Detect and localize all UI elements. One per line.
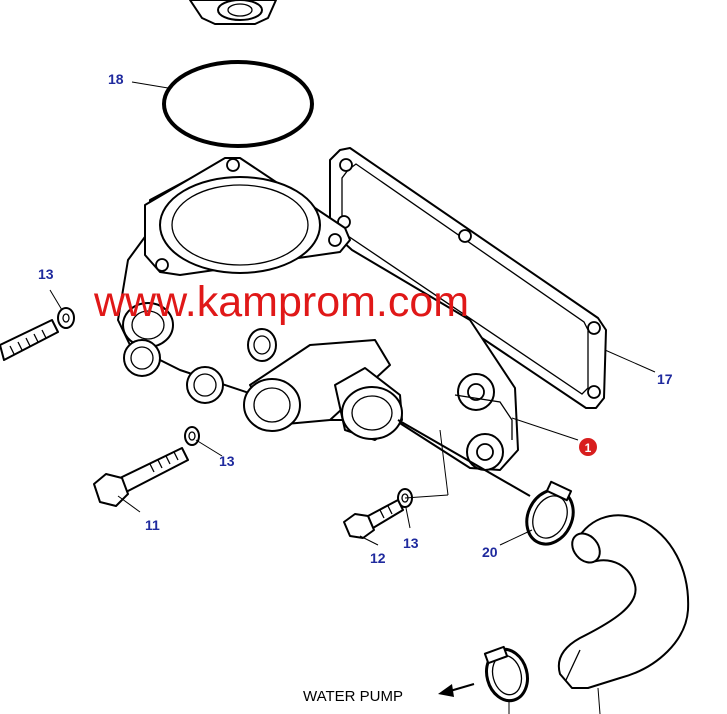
- washer-13-top: [57, 307, 75, 329]
- callout-13-top: 13: [38, 266, 54, 282]
- callout-11: 11: [145, 517, 160, 533]
- o-ring-18: [162, 60, 314, 148]
- washer-13-mid: [184, 426, 200, 446]
- callout-20: 20: [482, 544, 498, 560]
- coolant-hose: [557, 514, 690, 689]
- gasket-17: [329, 147, 607, 409]
- bolt-12: [343, 499, 404, 539]
- callout-13-mid: 13: [219, 453, 235, 469]
- callout-18: 18: [108, 71, 124, 87]
- water-pump-arrow: [438, 683, 475, 697]
- callout-1: 1: [585, 441, 592, 455]
- water-pump-label: WATER PUMP: [303, 688, 403, 705]
- watermark-text: www.kamprom.com: [93, 278, 469, 326]
- callout-1-badge: 1: [579, 438, 597, 456]
- leader-lines: [49, 81, 656, 714]
- thermostat-housing-1: [117, 157, 531, 497]
- hose-clamp-lower: [483, 645, 529, 703]
- callout-13-low: 13: [403, 535, 419, 551]
- stud-bolt: [0, 319, 59, 361]
- top-fitting: [189, 0, 277, 25]
- hose-clamp-20: [525, 480, 575, 546]
- callout-12: 12: [370, 550, 386, 566]
- bolt-11: [93, 447, 189, 507]
- callout-17: 17: [657, 371, 673, 387]
